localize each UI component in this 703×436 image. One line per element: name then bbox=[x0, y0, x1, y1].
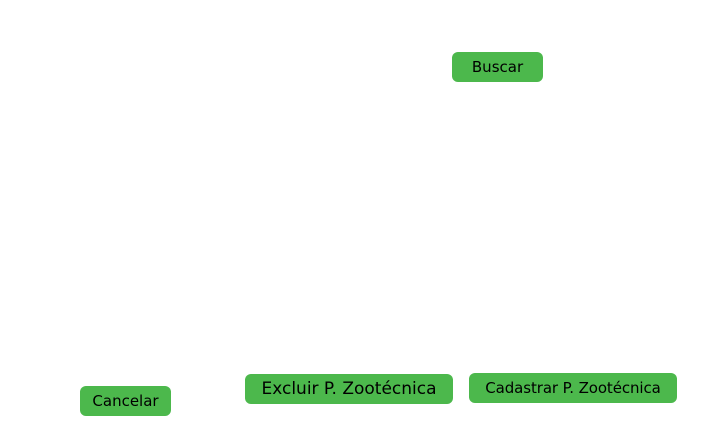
delete-zootechnical-button[interactable]: Excluir P. Zootécnica bbox=[245, 374, 453, 404]
register-zootechnical-button[interactable]: Cadastrar P. Zootécnica bbox=[469, 373, 677, 403]
search-button[interactable]: Buscar bbox=[452, 52, 543, 82]
cancel-button[interactable]: Cancelar bbox=[80, 386, 171, 416]
